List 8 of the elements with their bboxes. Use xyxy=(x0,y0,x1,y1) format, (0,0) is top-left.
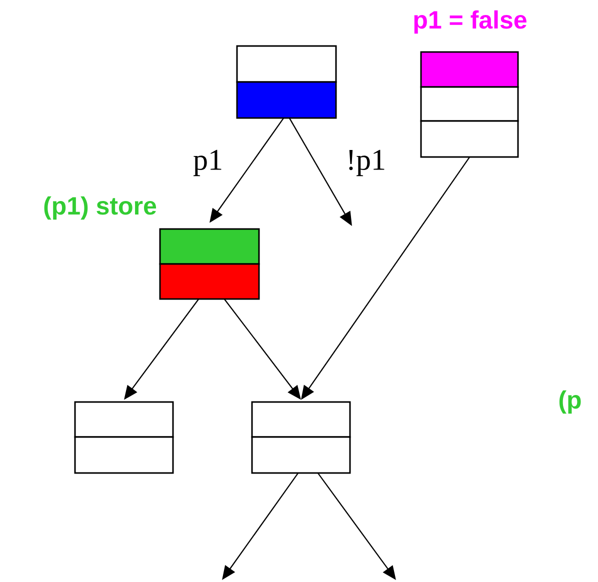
heading: p1 = false xyxy=(414,10,526,34)
register-box xyxy=(74,401,174,474)
heading: (p1) store xyxy=(44,196,156,220)
register-box xyxy=(251,401,351,474)
edge-label: !p1 xyxy=(349,150,384,176)
edge-label: p1 xyxy=(193,150,222,176)
label: (p xyxy=(559,390,581,414)
register-box xyxy=(236,45,337,119)
